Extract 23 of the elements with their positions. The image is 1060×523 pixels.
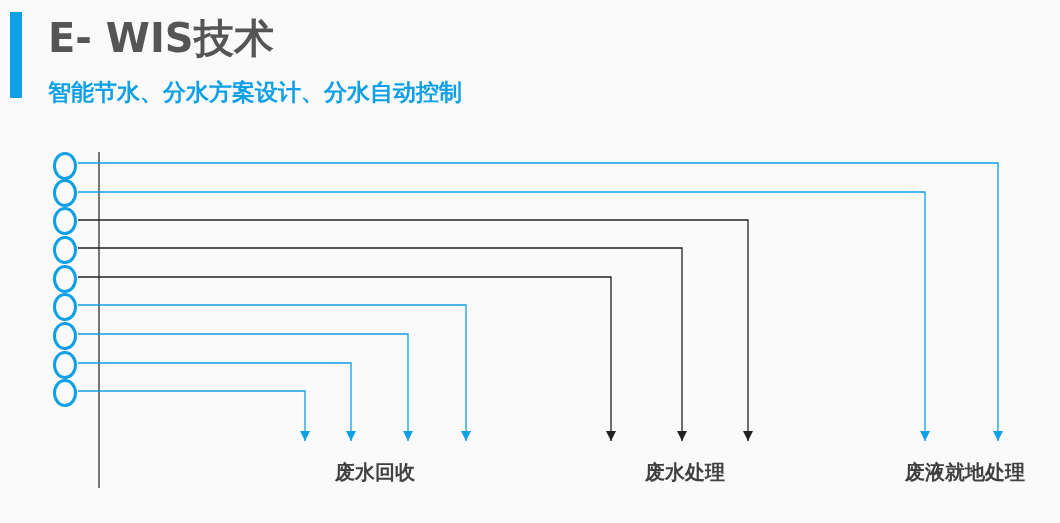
arrow: [77, 362, 356, 442]
ring: [53, 207, 77, 235]
ring: [53, 152, 77, 180]
arrow: [77, 390, 310, 442]
ring: [53, 236, 77, 264]
ring: [53, 293, 77, 321]
arrow: [77, 304, 471, 442]
arrow: [77, 333, 413, 442]
ring: [53, 322, 77, 350]
ring: [53, 351, 77, 379]
arrow: [77, 247, 687, 442]
arrow: [77, 219, 753, 442]
group-label: 废水处理: [645, 459, 725, 486]
group-label: 废液就地处理: [905, 459, 1025, 486]
group-label: 废水回收: [335, 459, 415, 486]
arrow: [77, 191, 930, 442]
arrow: [77, 276, 616, 442]
ring: [53, 265, 77, 293]
subtitle: 智能节水、分水方案设计、分水自动控制: [48, 78, 462, 107]
arrow: [77, 162, 1003, 442]
ring: [53, 379, 77, 407]
title: E- WIS技术: [48, 14, 274, 62]
ring: [53, 179, 77, 207]
